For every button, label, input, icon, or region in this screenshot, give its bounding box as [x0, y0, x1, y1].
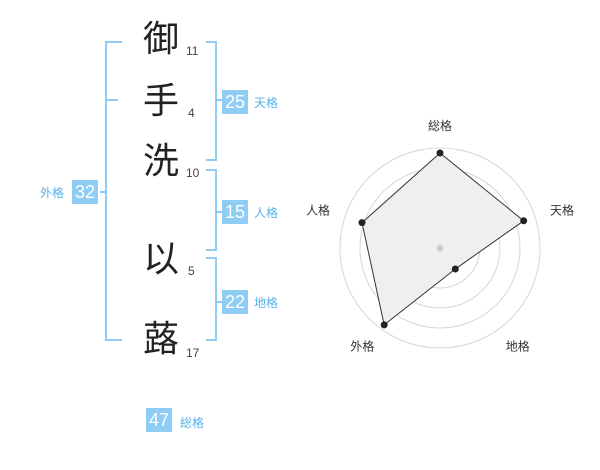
jinkaku-label: 人格 [254, 206, 279, 220]
radar-point-2 [520, 217, 528, 225]
gaikaku-label: 外格 [40, 186, 65, 200]
tenkaku-label: 天格 [254, 96, 279, 110]
name-char-5: 蕗 [143, 319, 180, 360]
jinkaku-value-badge: 15 [222, 200, 249, 224]
radar-point-4 [380, 321, 388, 329]
stroke-count-4: 5 [188, 264, 195, 278]
radar-point-1 [436, 149, 444, 157]
stroke-count-1: 11 [186, 44, 199, 58]
radar-axis-label-2: 天格 [550, 202, 574, 217]
radar-axis-label-5: 人格 [306, 202, 330, 217]
gaikaku-bracket [100, 41, 122, 341]
radar-shape [361, 152, 525, 326]
soukaku-label: 総格 [180, 416, 205, 430]
radar-center-dot [436, 244, 444, 252]
stroke-count-2: 4 [188, 106, 195, 120]
radar-axis-label-3: 地格 [506, 339, 530, 354]
name-char-3: 洗 [143, 141, 180, 182]
soukaku-value-badge: 47 [146, 408, 173, 432]
chikaku-value-badge: 22 [222, 290, 249, 314]
radar-point-5 [358, 219, 366, 227]
name-char-1: 御 [143, 19, 180, 60]
name-char-2: 手 [143, 81, 180, 122]
stroke-count-3: 10 [186, 166, 200, 180]
chikaku-bracket [206, 257, 222, 341]
tenkaku-value-badge: 25 [222, 90, 249, 114]
gaikaku-value-badge: 32 [72, 180, 99, 204]
radar-axis-label-1: 総格 [428, 118, 452, 133]
name-char-4: 以 [143, 239, 180, 280]
chikaku-label: 地格 [254, 296, 279, 310]
jinkaku-bracket [206, 169, 222, 251]
radar-point-3 [451, 265, 459, 273]
stroke-count-5: 17 [186, 346, 200, 360]
tenkaku-bracket [206, 41, 222, 161]
radar-axis-label-4: 外格 [350, 339, 374, 354]
